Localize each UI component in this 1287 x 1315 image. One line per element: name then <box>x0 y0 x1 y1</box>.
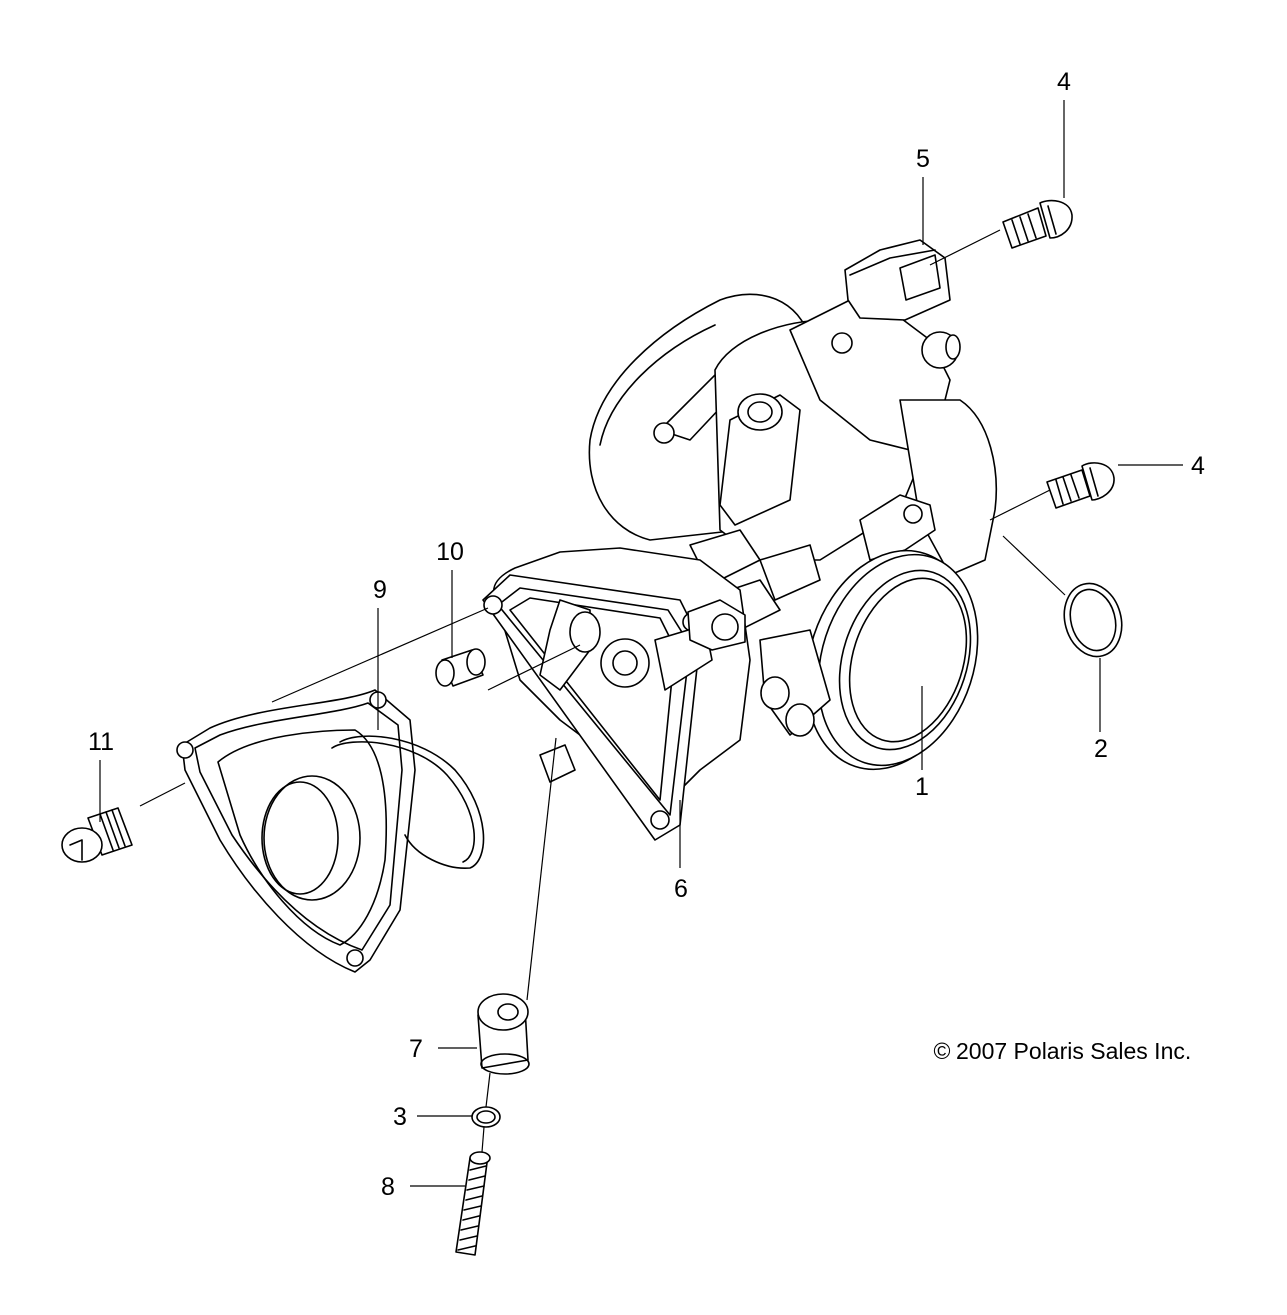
seal-part-2 <box>1063 582 1123 658</box>
leader-lines <box>99 100 1183 1187</box>
callout-labels: 4 5 4 2 1 6 9 10 11 7 3 8 <box>88 68 1205 1201</box>
callout-3: 3 <box>393 1103 407 1131</box>
callout-4-top: 4 <box>1057 68 1071 96</box>
copyright-symbol: © <box>934 1038 951 1064</box>
o-ring-part-9 <box>331 735 485 869</box>
screw-part-11 <box>61 807 133 863</box>
cover-plate <box>176 689 416 973</box>
callout-10: 10 <box>436 538 464 566</box>
callout-2: 2 <box>1094 735 1108 763</box>
actuator-housing <box>482 547 751 841</box>
callout-11: 11 <box>88 728 114 756</box>
callout-7: 7 <box>409 1035 423 1063</box>
copyright-text: 2007 Polaris Sales Inc. <box>956 1038 1191 1064</box>
copyright-notice: © 2007 Polaris Sales Inc. <box>934 1038 1192 1064</box>
dowel-pin-part-10 <box>435 648 486 687</box>
spring-part-8 <box>455 1151 491 1256</box>
callout-4-right: 4 <box>1191 452 1205 480</box>
sensor-part-5 <box>844 239 951 321</box>
callout-8: 8 <box>381 1173 395 1201</box>
callout-5: 5 <box>916 145 930 173</box>
callout-1: 1 <box>915 773 929 801</box>
washer-part-3 <box>471 1106 501 1128</box>
screw-part-4-top <box>1002 199 1073 249</box>
callout-6: 6 <box>674 875 688 903</box>
screw-part-4-right <box>1046 462 1115 509</box>
callout-9: 9 <box>373 576 387 604</box>
spacer-part-7 <box>477 993 530 1075</box>
